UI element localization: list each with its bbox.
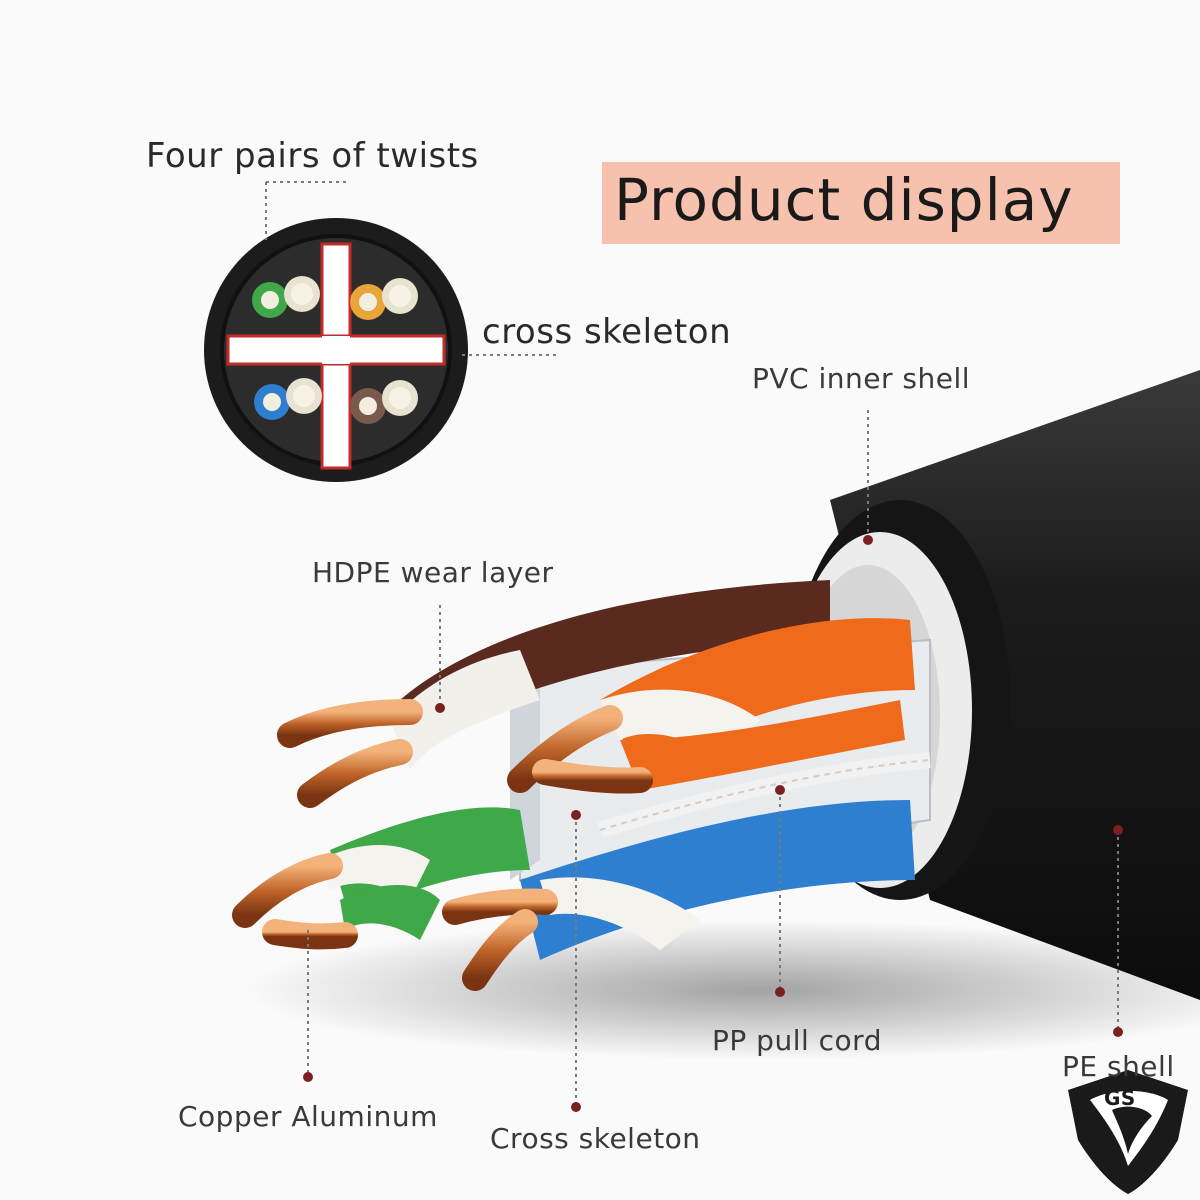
label-four-pairs: Four pairs of twists — [146, 136, 479, 176]
label-pe-shell: PE shell — [1062, 1050, 1175, 1083]
logo-text: GS — [1104, 1086, 1136, 1110]
pair-brown-wire — [400, 580, 830, 740]
label-copper-aluminum: Copper Aluminum — [178, 1100, 438, 1133]
leader-lines — [265, 181, 1123, 1112]
label-pp-pull-cord: PP pull cord — [712, 1024, 882, 1057]
label-cross-skeleton-bottom: Cross skeleton — [490, 1122, 701, 1155]
copper-conductors — [232, 699, 653, 991]
cross-section — [204, 218, 468, 482]
label-pvc-inner-shell: PVC inner shell — [752, 362, 971, 395]
eagle-shield-logo — [1068, 1070, 1188, 1194]
label-hdpe-wear-layer: HDPE wear layer — [312, 556, 554, 589]
title-banner: Product display — [602, 162, 1120, 244]
page-title: Product display — [614, 166, 1074, 234]
label-cross-skeleton-top: cross skeleton — [482, 312, 732, 352]
